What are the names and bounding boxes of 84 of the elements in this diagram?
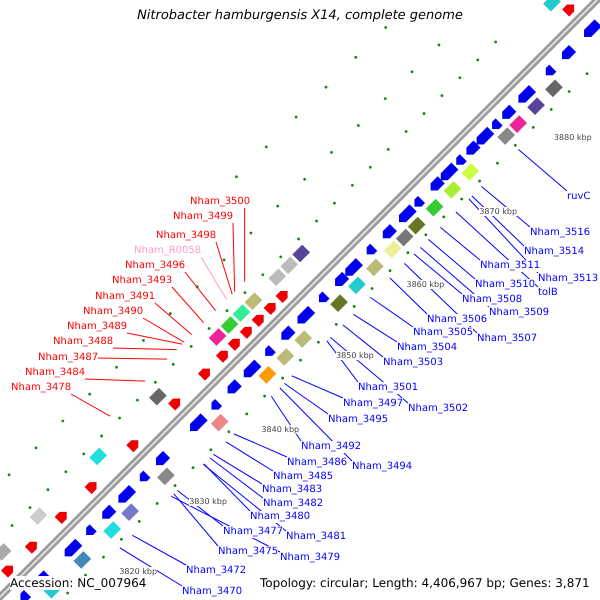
gene-label: Nham_3482 <box>263 498 324 510</box>
leader-line <box>142 318 185 343</box>
leader-line <box>203 463 250 512</box>
leader-line <box>244 208 246 282</box>
gene-label: Nham_3485 <box>273 471 334 483</box>
scale-label: 3830 kbp <box>189 497 227 506</box>
leader-line <box>98 358 168 360</box>
gene-label: Nham_3503 <box>383 357 444 369</box>
gene-label: Nham_3511 <box>480 260 540 272</box>
gene-label: Nham_3516 <box>530 227 590 239</box>
gene-label: Nham_3491 <box>95 291 156 303</box>
gene-label: Nham_3501 <box>358 382 418 394</box>
leader-line <box>291 375 344 398</box>
leader-line <box>154 302 192 336</box>
gene-label: Nham_R0058 <box>134 245 202 257</box>
scale-label: 3840 kbp <box>261 425 300 434</box>
leader-line <box>232 222 236 292</box>
gene-label: Nham_3486 <box>287 457 348 469</box>
leader-line <box>284 382 328 414</box>
gene-label: Nham_3484 <box>25 367 86 379</box>
leader-line <box>112 348 178 350</box>
scale-label: 3880 kbp <box>554 132 592 142</box>
gene-label: Nham_3493 <box>112 275 172 287</box>
leader-line <box>233 433 288 458</box>
gene-label: Nham_3477 <box>223 526 284 538</box>
gene-label: Nham_3492 <box>301 441 362 453</box>
gene-label: Nham_3505 <box>413 327 474 339</box>
gene-label: Nham_3475 <box>218 546 278 558</box>
gene-label: Nham_3495 <box>328 414 388 426</box>
gene-label: Nham_3496 <box>125 260 186 272</box>
gene-label: Nham_3513 <box>538 273 598 285</box>
leader-line <box>119 547 182 586</box>
gene-label: Nham_3502 <box>408 403 468 415</box>
gene-label: Nham_3489 <box>67 321 128 333</box>
gene-label: Nham_3478 <box>11 382 72 394</box>
gene-label: Nham_3509 <box>489 307 550 319</box>
gene-label: Nham_3479 <box>280 552 340 564</box>
leader-line <box>428 238 476 280</box>
title: Nitrobacter hamburgensis X14, complete genome <box>136 8 464 24</box>
leader-line <box>209 457 264 498</box>
leader-line <box>84 378 146 382</box>
gene-label: Nham_3497 <box>343 398 404 410</box>
leader-line <box>370 296 414 328</box>
gene-label: Nham_3488 <box>53 336 114 348</box>
leader-line <box>413 253 462 294</box>
gene-label: Nham_3514 <box>524 246 584 258</box>
leader-line <box>132 534 186 566</box>
leader-line <box>216 242 233 295</box>
gene-label: Nham_3507 <box>477 333 538 345</box>
gene-label: Nham_3499 <box>173 211 234 223</box>
gene-label: Nham_3510 <box>475 279 536 291</box>
genome-info-text: Topology: circular; Length: 4,406,967 bp; Genes: 3,871 <box>260 576 590 590</box>
leader-line <box>176 490 224 526</box>
leader-line <box>172 286 204 324</box>
leader-line <box>352 314 398 342</box>
leader-line <box>225 441 274 472</box>
leader-line <box>173 493 218 546</box>
gene-label: Nham_3487 <box>38 352 98 364</box>
scale-label: 3870 kbp <box>479 207 518 216</box>
gene-label: Nham_3494 <box>352 461 412 473</box>
gene-label: Nham_3472 <box>186 565 246 577</box>
accession-text: Accession: NC_007964 <box>10 576 146 590</box>
leader-line <box>389 277 428 314</box>
scale-label: 3850 kbp <box>336 350 374 360</box>
scale-label: 3820 kbp <box>119 567 158 576</box>
leader-line <box>212 454 262 484</box>
leader-line <box>440 226 480 260</box>
leader-line <box>342 324 384 358</box>
gene-label: Nham_3481 <box>286 531 346 543</box>
gene-label: Nham_3490 <box>83 306 144 318</box>
gene-label: Nham_3500 <box>190 196 250 208</box>
leader-line <box>70 394 111 417</box>
gene-label: Nham_3480 <box>250 511 310 523</box>
gene-label: Nham_3498 <box>156 230 216 242</box>
leader-line <box>126 332 183 345</box>
gene-label: Nham_3470 <box>182 586 242 598</box>
scale-label: 3860 kbp <box>406 280 444 290</box>
leader-line <box>184 272 216 312</box>
gene-label: Nham_3508 <box>462 294 522 306</box>
gene-label: Nham_3506 <box>427 314 488 326</box>
leader-line <box>200 256 228 300</box>
gene-label: Nham_3483 <box>262 484 322 496</box>
leader-line <box>518 148 568 192</box>
gene-label: Nham_3504 <box>397 342 458 354</box>
